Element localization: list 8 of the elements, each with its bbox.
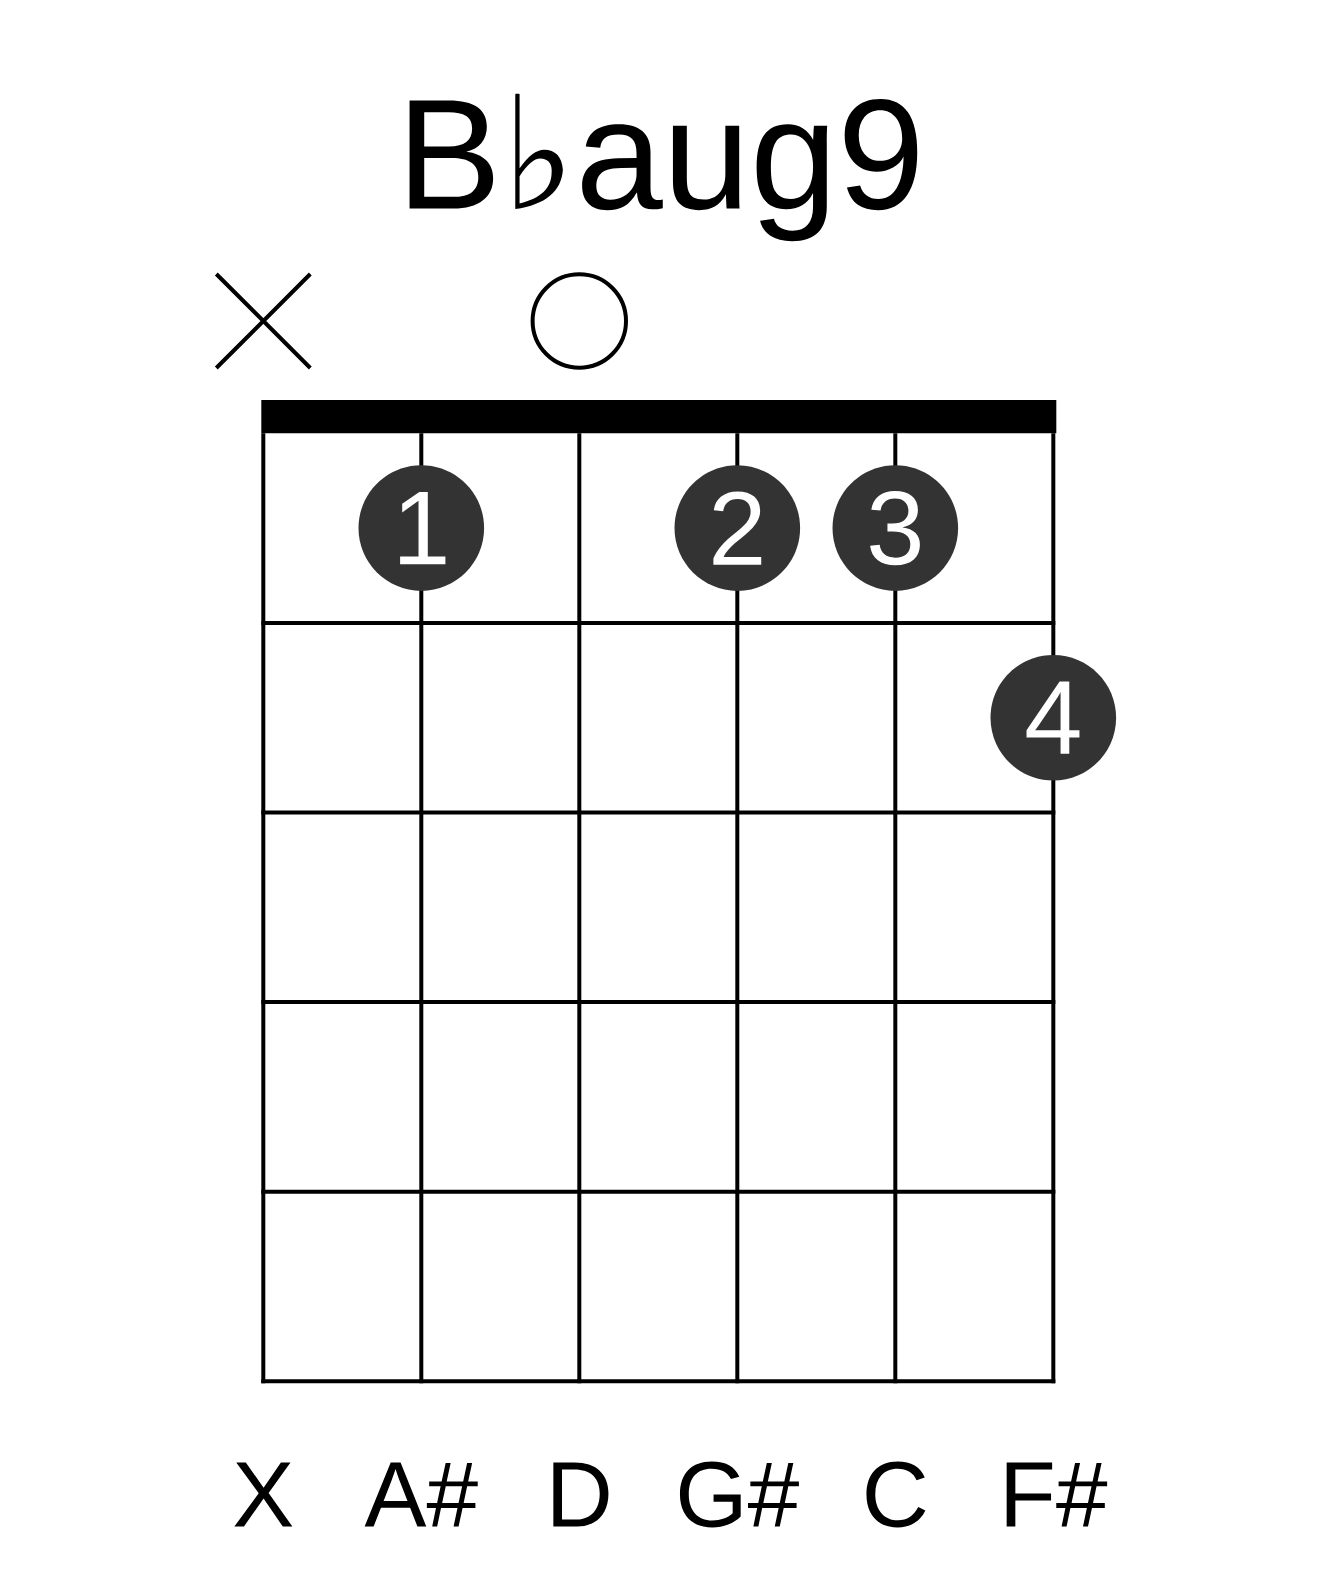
string-note-label: C xyxy=(866,1461,926,1528)
chord-title: B♭aug9 xyxy=(409,93,918,242)
string-note-label: D xyxy=(553,1462,609,1527)
string-note-label: X xyxy=(234,1462,293,1527)
string-note-label: A# xyxy=(364,1462,478,1527)
string-note-label: G# xyxy=(679,1461,799,1528)
string-note-label: F# xyxy=(1006,1462,1108,1527)
open-string-circle xyxy=(530,272,628,370)
